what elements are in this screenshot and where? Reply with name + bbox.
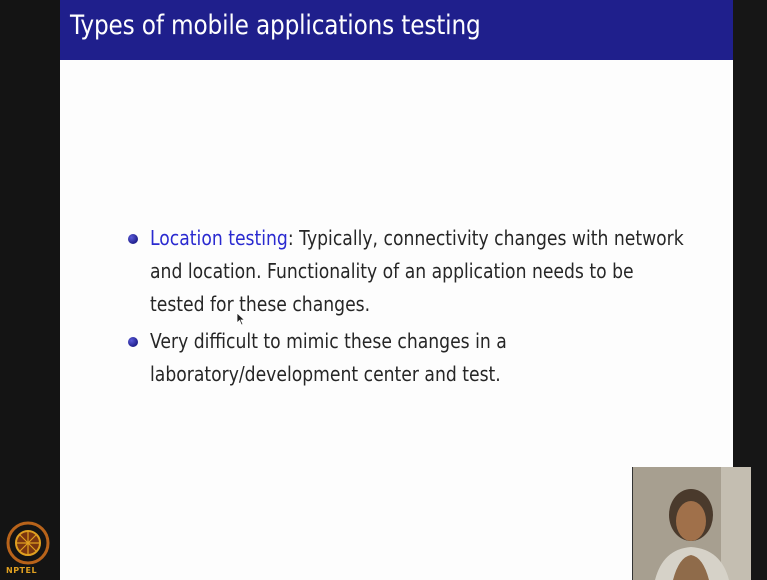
mouse-cursor-icon (236, 312, 246, 326)
slide-title: Types of mobile applications testing (70, 10, 481, 41)
presenter-icon (633, 467, 751, 580)
bullet-dot-icon (128, 234, 138, 244)
nptel-logo-icon (6, 521, 50, 565)
presenter-video (632, 467, 751, 580)
bullet-line: laboratory/development center and test. (150, 362, 501, 386)
bullet-line: Location testing: Typically, connectivit… (150, 222, 684, 255)
bullet-dot-icon (128, 337, 138, 347)
bullet-line: tested for these changes. (150, 292, 371, 316)
bullet-item: Location testing: Typically, connectivit… (128, 222, 708, 321)
bullet-item: Very difficult to mimic these changes in… (128, 325, 708, 391)
bullet-text: : Typically, connectivity changes with n… (287, 226, 684, 250)
bullet-line: Very difficult to mimic these changes in… (150, 329, 507, 353)
nptel-logo-text: NPTEL (6, 566, 38, 575)
bullet-line: and location. Functionality of an applic… (150, 259, 634, 283)
bullet-list: Location testing: Typically, connectivit… (128, 222, 708, 391)
bullet-term: Location testing (150, 226, 288, 250)
left-sidebar (0, 0, 60, 580)
title-bar: Types of mobile applications testing (60, 0, 733, 60)
slide: Types of mobile applications testing Loc… (60, 0, 733, 580)
